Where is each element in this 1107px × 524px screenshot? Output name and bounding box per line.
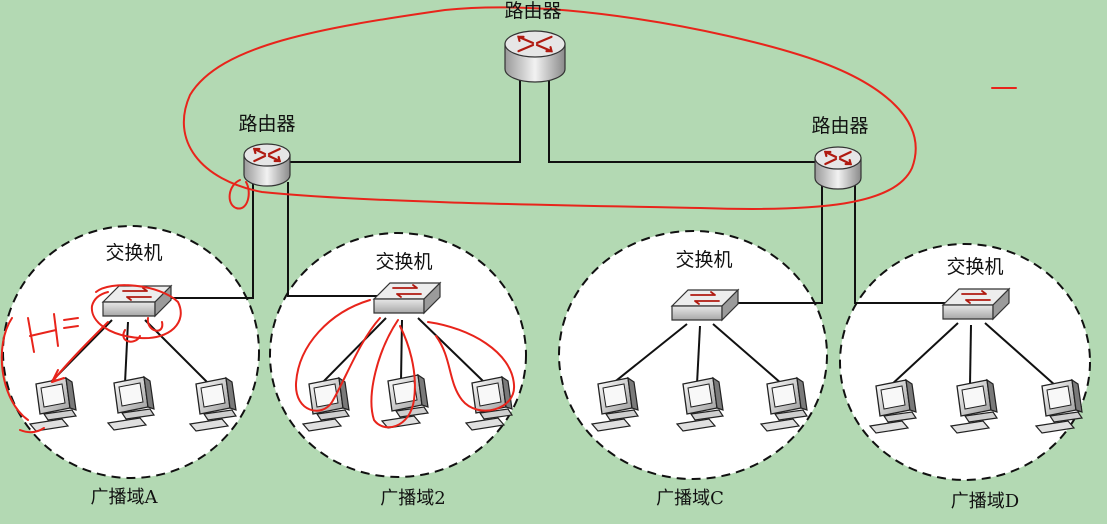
routers bbox=[243, 30, 862, 190]
switch-c bbox=[670, 288, 740, 322]
link-switch-d-pc2 bbox=[969, 324, 972, 386]
domain-label-d: 广播域D bbox=[950, 491, 1020, 512]
link-core-right bbox=[548, 80, 818, 163]
pc-d-2 bbox=[949, 378, 999, 434]
router-label-top: 路由器 bbox=[504, 0, 562, 22]
pc-a-2 bbox=[106, 375, 156, 431]
link-right-router-switch-c bbox=[730, 183, 823, 304]
switch-label-c: 交换机 bbox=[675, 249, 733, 271]
network-links bbox=[47, 80, 1057, 387]
annotation-switch-a-loop bbox=[90, 284, 182, 340]
link-switch-c-pc3 bbox=[712, 323, 783, 385]
domain-label-c: 广播域C bbox=[656, 488, 724, 509]
switches bbox=[101, 281, 1011, 322]
switch-arrows-icon bbox=[690, 291, 720, 305]
handwritten-annotations bbox=[0, 6, 1017, 434]
pc-d-1 bbox=[868, 378, 918, 434]
pc-d-3 bbox=[1034, 378, 1084, 434]
annotation-pc2-loop bbox=[370, 319, 416, 429]
router-right bbox=[814, 146, 862, 190]
switch-label-d: 交换机 bbox=[946, 256, 1004, 278]
pc-2-3 bbox=[464, 375, 514, 431]
switch-d bbox=[941, 287, 1011, 321]
annotation-router-loop bbox=[182, 6, 917, 210]
pc-c-3 bbox=[759, 376, 809, 432]
router-arrows-icon bbox=[823, 150, 853, 166]
pc-a-3 bbox=[188, 376, 238, 432]
switch-arrows-icon bbox=[392, 284, 422, 298]
switch-label-a: 交换机 bbox=[105, 242, 163, 264]
router-left bbox=[243, 143, 291, 187]
annotation-arrow-to-pc bbox=[51, 321, 109, 383]
annotation-domain-a-arc bbox=[0, 317, 45, 434]
link-left-router-switch-2 bbox=[287, 182, 377, 297]
switch-arrows-icon bbox=[122, 287, 152, 301]
switch-2 bbox=[372, 281, 442, 315]
switch-arrows-icon bbox=[961, 290, 991, 304]
link-right-router-switch-d bbox=[854, 183, 945, 304]
link-switch-2-pc3 bbox=[417, 317, 485, 383]
pc-2-2 bbox=[380, 373, 430, 429]
domain-label-a: 广播域A bbox=[90, 487, 158, 508]
link-switch-d-pc3 bbox=[984, 322, 1057, 387]
computers bbox=[28, 373, 1084, 434]
pc-c-2 bbox=[675, 376, 725, 432]
link-switch-a-pc2 bbox=[124, 321, 129, 384]
annotation-switch-a-ports bbox=[122, 317, 164, 343]
pc-c-1 bbox=[590, 376, 640, 432]
link-switch-2-pc1 bbox=[321, 317, 387, 384]
router-label-left: 路由器 bbox=[238, 113, 296, 135]
router-arrows-icon bbox=[517, 35, 553, 53]
domain-circle-d bbox=[839, 243, 1091, 481]
switch-label-2: 交换机 bbox=[375, 251, 433, 273]
annotation-h-mark bbox=[27, 313, 79, 353]
annotation-pc3-loop bbox=[427, 321, 516, 412]
link-core-left bbox=[290, 80, 521, 163]
link-switch-d-pc1 bbox=[889, 322, 959, 387]
pc-a-1 bbox=[28, 376, 78, 432]
link-left-router-switch-a bbox=[158, 182, 254, 299]
link-switch-c-pc2 bbox=[696, 325, 701, 385]
domain-label-2: 广播域2 bbox=[380, 488, 446, 509]
link-switch-c-pc1 bbox=[611, 323, 688, 385]
annotation-switch-2-loop bbox=[294, 299, 381, 412]
router-arrows-icon bbox=[252, 147, 282, 163]
annotation-port-circle bbox=[228, 179, 250, 210]
router-label-right: 路由器 bbox=[811, 115, 869, 137]
router-top bbox=[504, 30, 566, 83]
